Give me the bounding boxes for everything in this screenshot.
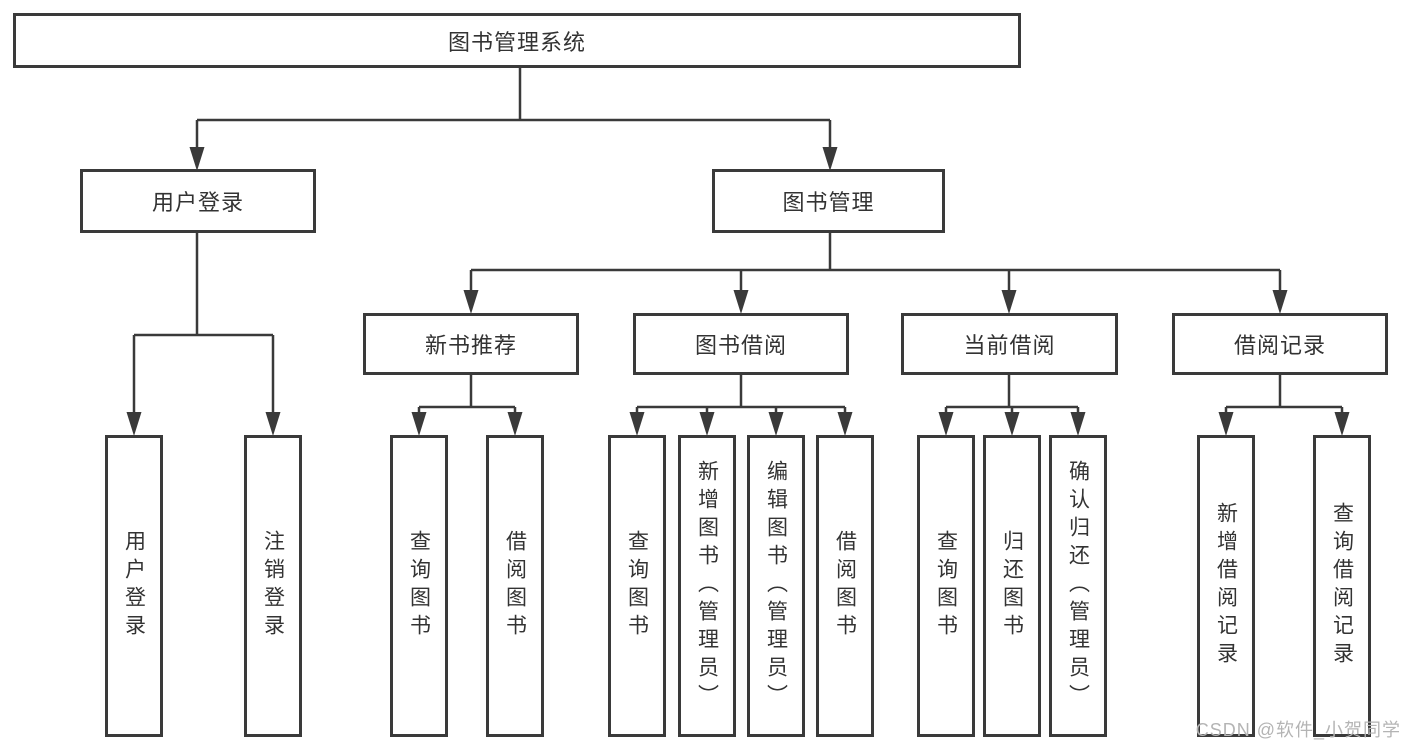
node-new-book-recommend: 新书推荐 [363,313,579,375]
leaf-label: 归还图书 [1000,530,1024,642]
leaf-add-book-admin: 新增图书（管理员） [678,435,736,737]
node-book-borrow: 图书借阅 [633,313,849,375]
leaf-edit-book-admin: 编辑图书（管理员） [747,435,805,737]
leaf-label: 新增借阅记录 [1214,502,1238,670]
node-root-label: 图书管理系统 [447,29,586,55]
leaf-confirm-return-admin: 确认归还（管理员） [1049,435,1107,737]
leaf-label: 借阅图书 [503,530,527,642]
leaf-return-books: 归还图书 [983,435,1041,737]
leaf-query-books-3: 查询图书 [917,435,975,737]
node-borrow-records: 借阅记录 [1172,313,1388,375]
node-user-login: 用户登录 [80,169,316,233]
leaf-label: 注销登录 [261,530,285,642]
leaf-label: 借阅图书 [833,530,857,642]
leaf-label: 用户登录 [122,530,146,642]
leaf-query-books-2: 查询图书 [608,435,666,737]
node-label: 图书管理 [782,190,875,215]
leaf-label: 新增图书（管理员） [695,460,719,712]
leaf-label: 查询图书 [934,530,958,642]
leaf-label: 查询图书 [407,530,431,642]
node-root: 图书管理系统 [13,13,1021,68]
node-current-borrow: 当前借阅 [901,313,1118,375]
leaf-query-borrow-record: 查询借阅记录 [1313,435,1371,737]
node-label: 图书借阅 [694,333,787,358]
node-label: 新书推荐 [424,333,517,358]
node-label: 借阅记录 [1233,333,1326,358]
leaf-label: 编辑图书（管理员） [764,460,788,712]
leaf-query-books-1: 查询图书 [390,435,448,737]
node-label: 当前借阅 [963,333,1056,358]
leaf-logout: 注销登录 [244,435,302,737]
leaf-label: 确认归还（管理员） [1066,460,1090,712]
leaf-user-login: 用户登录 [105,435,163,737]
csdn-watermark: CSDN @软件_小贺同学 [1195,720,1401,740]
leaf-borrow-books-1: 借阅图书 [486,435,544,737]
leaf-add-borrow-record: 新增借阅记录 [1197,435,1255,737]
node-book-management: 图书管理 [712,169,945,233]
leaf-borrow-books-2: 借阅图书 [816,435,874,737]
node-label: 用户登录 [151,190,244,215]
leaf-label: 查询图书 [625,530,649,642]
leaf-label: 查询借阅记录 [1330,502,1354,670]
